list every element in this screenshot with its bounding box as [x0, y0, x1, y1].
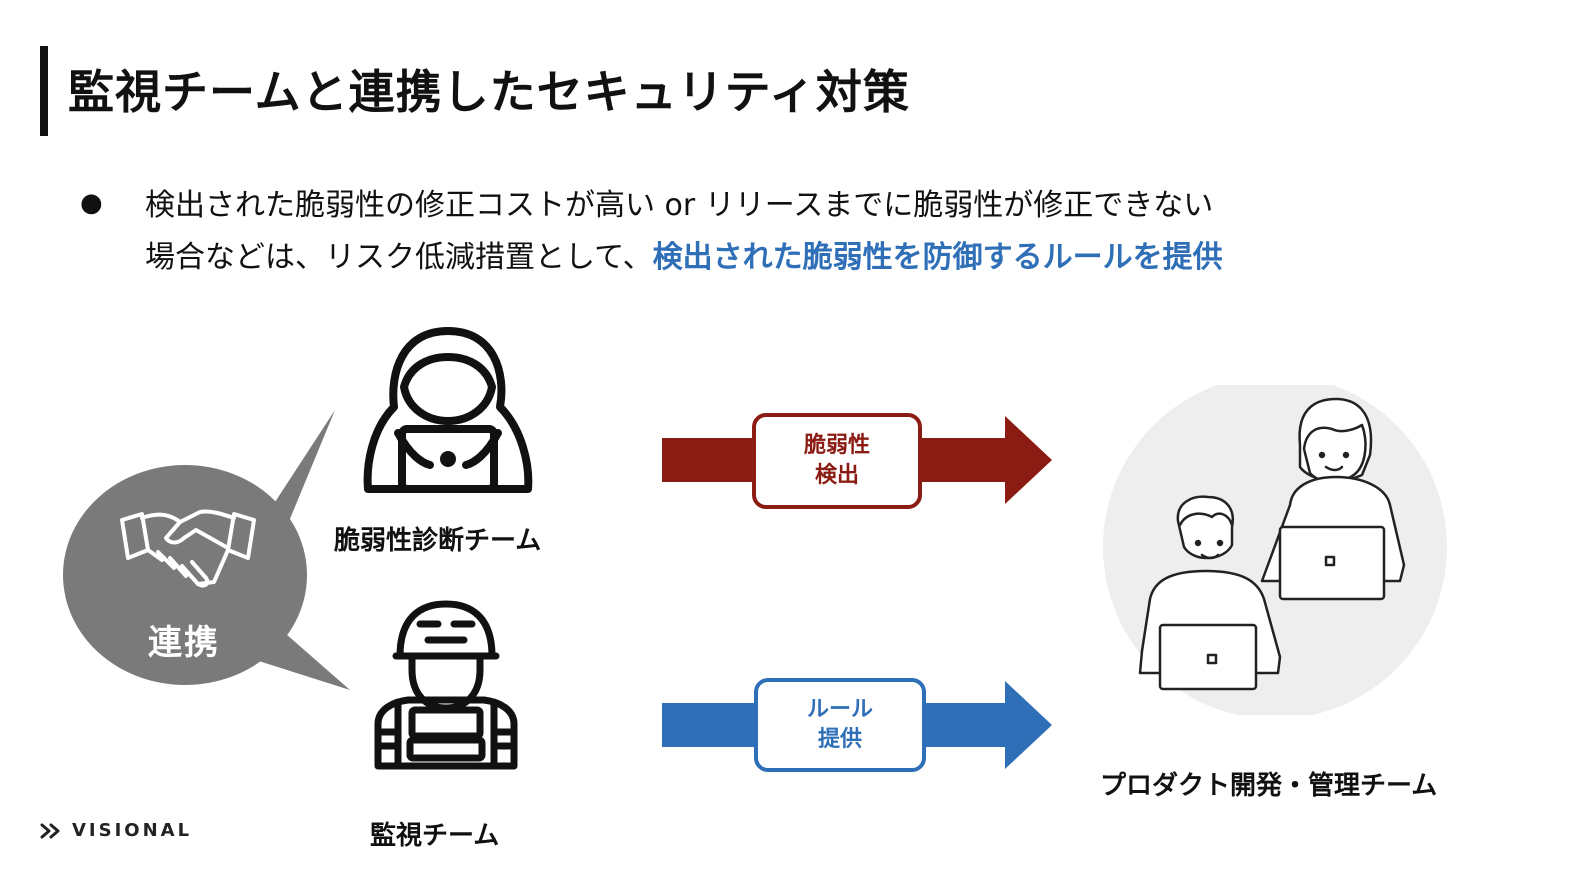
double-chevron-icon — [40, 823, 60, 838]
body-line-1: 検出された脆弱性の修正コストが高い or リリースまでに脆弱性が修正できない — [145, 188, 1214, 223]
visional-logo: VISIONAL — [40, 820, 192, 841]
team-vuln-label: 脆弱性診断チーム — [334, 526, 542, 556]
arrow-label-vuln-line2: 検出 — [814, 463, 859, 488]
bubble-label: 連携 — [148, 623, 220, 663]
developers-icon — [1103, 385, 1447, 715]
team-monitor-label: 監視チーム — [370, 821, 500, 851]
body-text: 検出された脆弱性の修正コストが高い or リリースまでに脆弱性が修正できない 場… — [145, 180, 1223, 284]
title-accent-bar — [40, 46, 48, 136]
arrow-label-rule-line1: ルール — [806, 697, 873, 722]
arrow-label-vuln-line1: 脆弱性 — [803, 433, 870, 458]
soldier-icon — [374, 600, 518, 770]
handshake-icon — [120, 509, 256, 588]
arrow-label-vuln-detect: 脆弱性 検出 — [752, 413, 922, 509]
page-title: 監視チームと連携したセキュリティ対策 — [68, 65, 910, 119]
body-line-2: 場合などは、リスク低減措置として、検出された脆弱性を防御するルールを提供 — [145, 232, 1223, 284]
body-highlight: 検出された脆弱性を防御するルールを提供 — [652, 240, 1223, 275]
bullet-marker: ● — [80, 188, 103, 218]
arrow-label-rule-line2: 提供 — [817, 727, 862, 752]
hacker-icon — [363, 327, 533, 493]
team-product-label: プロダクト開発・管理チーム — [1100, 771, 1438, 801]
arrow-label-rule-provide: ルール 提供 — [754, 678, 926, 772]
logo-text: VISIONAL — [72, 820, 193, 841]
body-line-2-prefix: 場合などは、リスク低減措置として、 — [145, 240, 653, 275]
